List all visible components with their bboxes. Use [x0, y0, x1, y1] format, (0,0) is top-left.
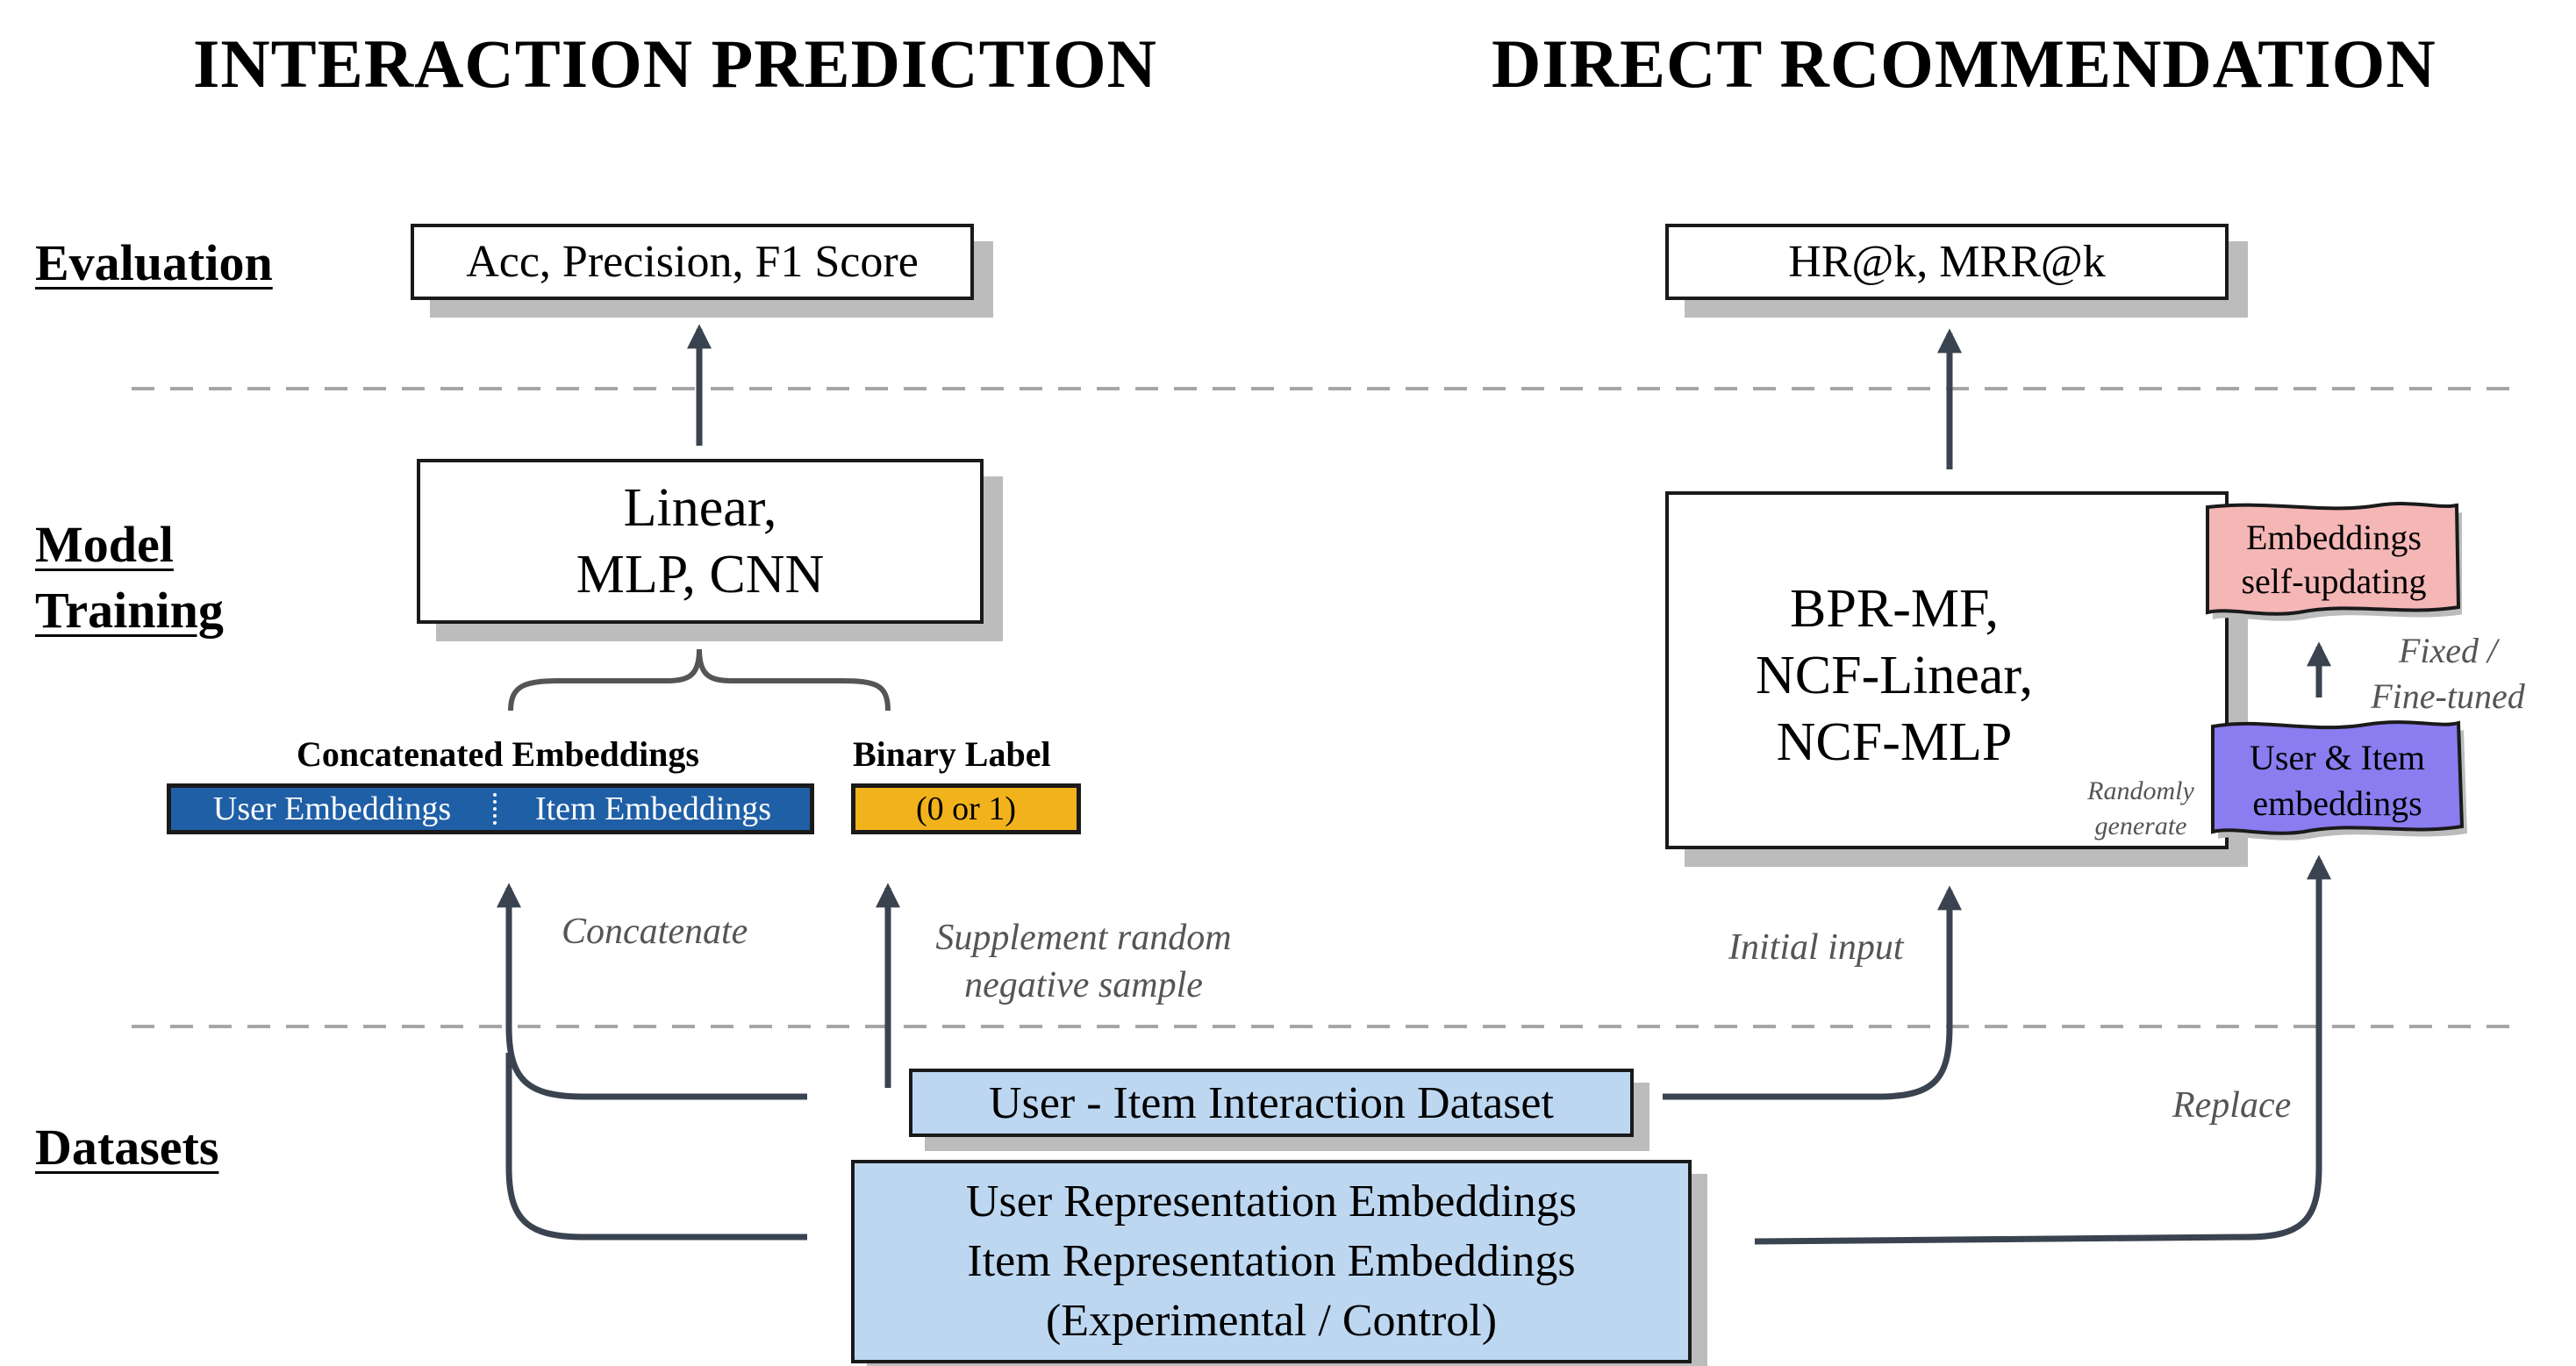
heading-interaction-prediction: INTERACTION PREDICTION — [193, 25, 1157, 102]
section-datasets: Datasets — [35, 1119, 219, 1176]
note-randomly-line2: generate — [2094, 812, 2187, 840]
interaction-dataset-box: User - Item Interaction Dataset — [909, 1069, 1634, 1137]
self-updating-line2: self-updating — [2241, 561, 2427, 601]
user-embeddings-segment: User Embeddings — [212, 790, 452, 827]
arrow-initial-input — [1663, 885, 1962, 1100]
section-evaluation: Evaluation — [35, 234, 273, 291]
item-embeddings-segment: Item Embeddings — [534, 790, 772, 827]
note-replace: Replace — [2172, 1085, 2292, 1126]
heading-direct-recommendation: DIRECT RCOMMENDATION — [1492, 25, 2436, 102]
section-model-training-line1: Model — [35, 516, 174, 573]
binary-label-value: (0 or 1) — [916, 790, 1016, 827]
representation-line3: (Experimental / Control) — [1045, 1296, 1498, 1346]
model-box-recommendation: BPR-MF, NCF-Linear, NCF-MLP — [1665, 491, 2229, 849]
note-initial-input: Initial input — [1728, 927, 1904, 968]
note-fixed-finetuned: Fixed / Fine-tuned — [2351, 628, 2544, 719]
note-fixed-line1: Fixed / — [2398, 631, 2498, 670]
user-item-line1: User & Item — [2250, 738, 2425, 777]
binary-label-title: Binary Label — [853, 734, 1051, 774]
binary-label-box: (0 or 1) — [851, 783, 1081, 834]
self-updating-box: Embeddings self-updating — [2202, 500, 2462, 621]
concatenated-embeddings-title: Concatenated Embeddings — [297, 734, 699, 774]
curly-brace — [508, 648, 891, 712]
self-updating-line1: Embeddings — [2246, 518, 2422, 557]
arrow-interaction-to-concat — [497, 883, 807, 1100]
user-item-embeddings-shape — [2211, 720, 2467, 840]
note-supplement-line2: negative sample — [964, 965, 1203, 1005]
user-item-embeddings-box: User & Item embeddings — [2207, 718, 2471, 840]
arrow-replace — [1754, 855, 2331, 1245]
note-randomly-generate: Randomly generate — [2071, 774, 2211, 844]
self-updating-label: Embeddings self-updating — [2202, 516, 2465, 604]
metrics-text-interaction: Acc, Precision, F1 Score — [466, 237, 919, 287]
model-line1-recommendation: BPR-MF, — [1790, 579, 1999, 639]
metrics-box-recommendation: HR@k, MRR@k — [1665, 224, 2229, 300]
concatenated-embeddings-bar: User Embeddings Item Embeddings — [167, 783, 814, 834]
segment-divider — [493, 793, 497, 825]
note-randomly-line1: Randomly — [2087, 776, 2194, 805]
representation-embeddings-box: User Representation Embeddings Item Repr… — [851, 1160, 1692, 1363]
note-fixed-line2: Fine-tuned — [2371, 676, 2525, 716]
user-item-embeddings-label: User & Item embeddings — [2207, 735, 2467, 826]
model-line3-recommendation: NCF-MLP — [1776, 712, 2013, 772]
note-supplement: Supplement random negative sample — [917, 914, 1250, 1009]
model-box-interaction: Linear, MLP, CNN — [417, 459, 984, 624]
arrow-representation-to-concat — [505, 1053, 807, 1241]
representation-line2: Item Representation Embeddings — [967, 1236, 1576, 1286]
self-updating-shape — [2206, 502, 2462, 621]
note-concatenate: Concatenate — [562, 912, 748, 952]
user-item-line2: embeddings — [2252, 783, 2422, 823]
section-model-training-line2: Training — [35, 582, 224, 639]
representation-line1: User Representation Embeddings — [965, 1176, 1578, 1227]
metrics-box-interaction: Acc, Precision, F1 Score — [411, 224, 974, 300]
interaction-dataset-label: User - Item Interaction Dataset — [989, 1077, 1554, 1128]
model-line2-recommendation: NCF-Linear, — [1755, 646, 2034, 705]
metrics-text-recommendation: HR@k, MRR@k — [1788, 237, 2106, 287]
model-line2-interaction: MLP, CNN — [576, 545, 825, 604]
note-supplement-line1: Supplement random — [935, 918, 1232, 958]
model-line1-interaction: Linear, — [623, 478, 777, 538]
